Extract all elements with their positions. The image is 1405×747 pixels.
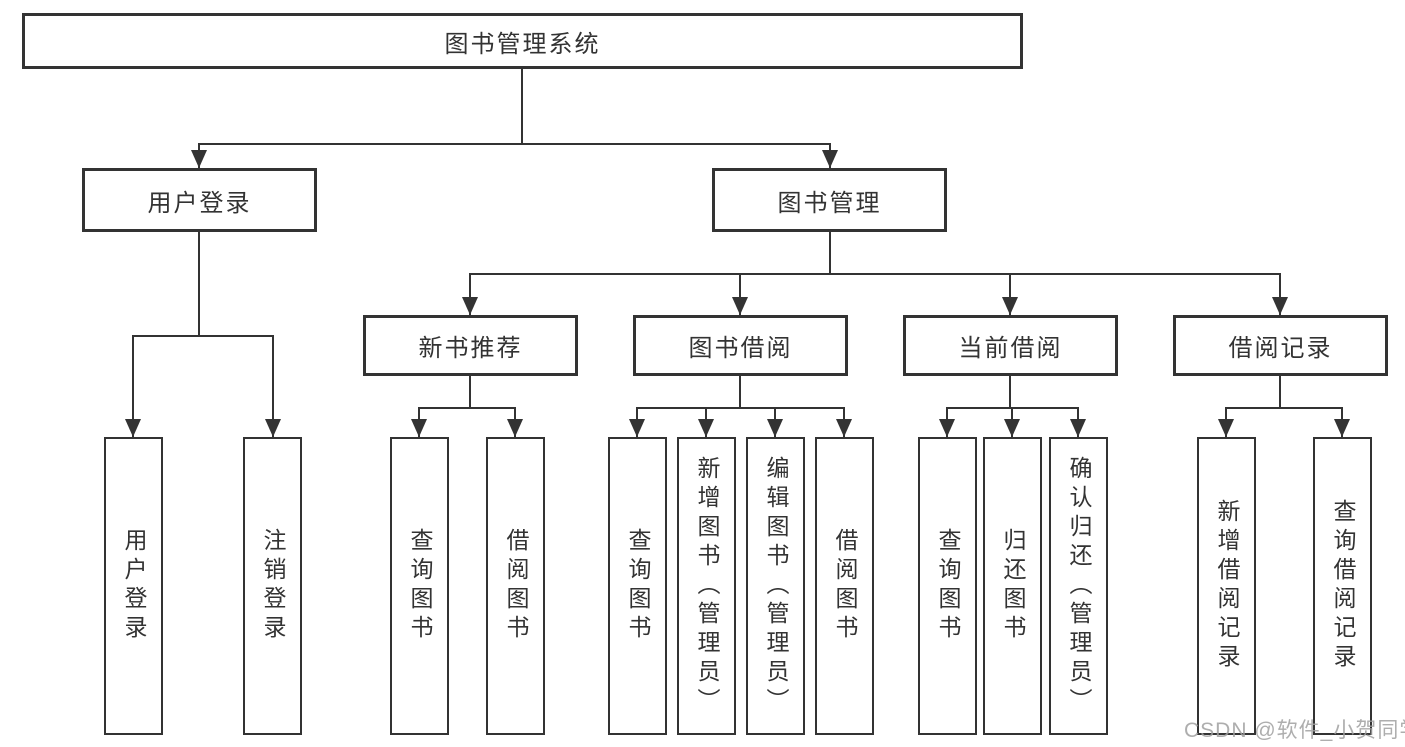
leaf-user-login-label: 用户登录 [121, 528, 147, 644]
node-new-book-recommend: 新书推荐 [363, 315, 578, 376]
connector-line [739, 376, 741, 409]
connector-line [132, 335, 134, 437]
arrow-down-icon [1004, 419, 1020, 437]
node-book-borrow: 图书借阅 [633, 315, 848, 376]
arrow-down-icon [411, 419, 427, 437]
arrow-down-icon [939, 419, 955, 437]
node-borrow-records-label: 借阅记录 [1228, 335, 1333, 362]
connector-line [521, 69, 523, 145]
arrow-down-icon [1218, 419, 1234, 437]
node-new-book-recommend-label: 新书推荐 [418, 335, 523, 362]
leaf-borrow-books: 借阅图书 [815, 437, 874, 735]
arrow-down-icon [629, 419, 645, 437]
connector-line [418, 407, 516, 409]
arrow-down-icon [1272, 297, 1288, 315]
connector-line [739, 273, 741, 315]
leaf-edit-books-admin: 编辑图书（管理员） [746, 437, 805, 735]
leaf-add-borrow-record: 新增借阅记录 [1197, 437, 1256, 735]
connector-line [636, 407, 845, 409]
node-book-borrow-label: 图书借阅 [688, 335, 793, 362]
arrow-down-icon [125, 419, 141, 437]
leaf-borrow-books-label: 借阅图书 [832, 528, 858, 644]
arrow-down-icon [1070, 419, 1086, 437]
leaf-add-books-admin-label: 新增图书（管理员） [694, 455, 720, 717]
arrow-down-icon [836, 419, 852, 437]
leaf-query-books-borrow-label: 查询图书 [625, 528, 651, 644]
connector-line [198, 143, 831, 145]
leaf-query-books-current: 查询图书 [918, 437, 977, 735]
arrow-down-icon [265, 419, 281, 437]
node-book-management: 图书管理 [712, 168, 947, 232]
leaf-borrow-books-recommend-label: 借阅图书 [503, 528, 529, 644]
node-root-label: 图书管理系统 [444, 30, 601, 58]
arrow-down-icon [822, 150, 838, 168]
leaf-return-books: 归还图书 [983, 437, 1042, 735]
connector-line [133, 335, 274, 337]
leaf-query-borrow-record-label: 查询借阅记录 [1330, 499, 1356, 673]
leaf-logout: 注销登录 [243, 437, 302, 735]
leaf-return-books-label: 归还图书 [1000, 528, 1026, 644]
arrow-down-icon [732, 297, 748, 315]
leaf-query-books-recommend: 查询图书 [390, 437, 449, 735]
arrow-down-icon [767, 419, 783, 437]
leaf-confirm-return-admin-label: 确认归还（管理员） [1066, 455, 1092, 717]
arrow-down-icon [698, 419, 714, 437]
leaf-add-borrow-record-label: 新增借阅记录 [1214, 499, 1240, 673]
connector-line [1279, 273, 1281, 315]
node-root: 图书管理系统 [22, 13, 1023, 69]
leaf-borrow-books-recommend: 借阅图书 [486, 437, 545, 735]
leaf-confirm-return-admin: 确认归还（管理员） [1049, 437, 1108, 735]
node-book-management-label: 图书管理 [777, 189, 882, 217]
connector-line [1225, 407, 1343, 409]
connector-line [198, 232, 200, 337]
leaf-query-borrow-record: 查询借阅记录 [1313, 437, 1372, 735]
leaf-user-login: 用户登录 [104, 437, 163, 735]
connector-line [1009, 376, 1011, 409]
leaf-edit-books-admin-label: 编辑图书（管理员） [763, 455, 789, 717]
csdn-watermark: CSDN @软件_小贺同学 [1184, 719, 1405, 742]
node-user-login-label: 用户登录 [147, 189, 252, 217]
connector-line [469, 273, 471, 315]
node-current-borrow: 当前借阅 [903, 315, 1118, 376]
arrow-down-icon [462, 297, 478, 315]
arrow-down-icon [507, 419, 523, 437]
arrow-down-icon [191, 150, 207, 168]
arrow-down-icon [1334, 419, 1350, 437]
connector-line [469, 376, 471, 409]
leaf-query-books-borrow: 查询图书 [608, 437, 667, 735]
connector-line [1009, 273, 1011, 315]
leaf-query-books-current-label: 查询图书 [935, 528, 961, 644]
leaf-query-books-recommend-label: 查询图书 [407, 528, 433, 644]
arrow-down-icon [1002, 297, 1018, 315]
leaf-logout-label: 注销登录 [260, 528, 286, 644]
leaf-add-books-admin: 新增图书（管理员） [677, 437, 736, 735]
connector-line [1279, 376, 1281, 409]
node-current-borrow-label: 当前借阅 [958, 335, 1063, 362]
node-user-login: 用户登录 [82, 168, 317, 232]
node-borrow-records: 借阅记录 [1173, 315, 1388, 376]
connector-line [272, 335, 274, 437]
connector-line [469, 273, 1281, 275]
connector-line [829, 232, 831, 275]
